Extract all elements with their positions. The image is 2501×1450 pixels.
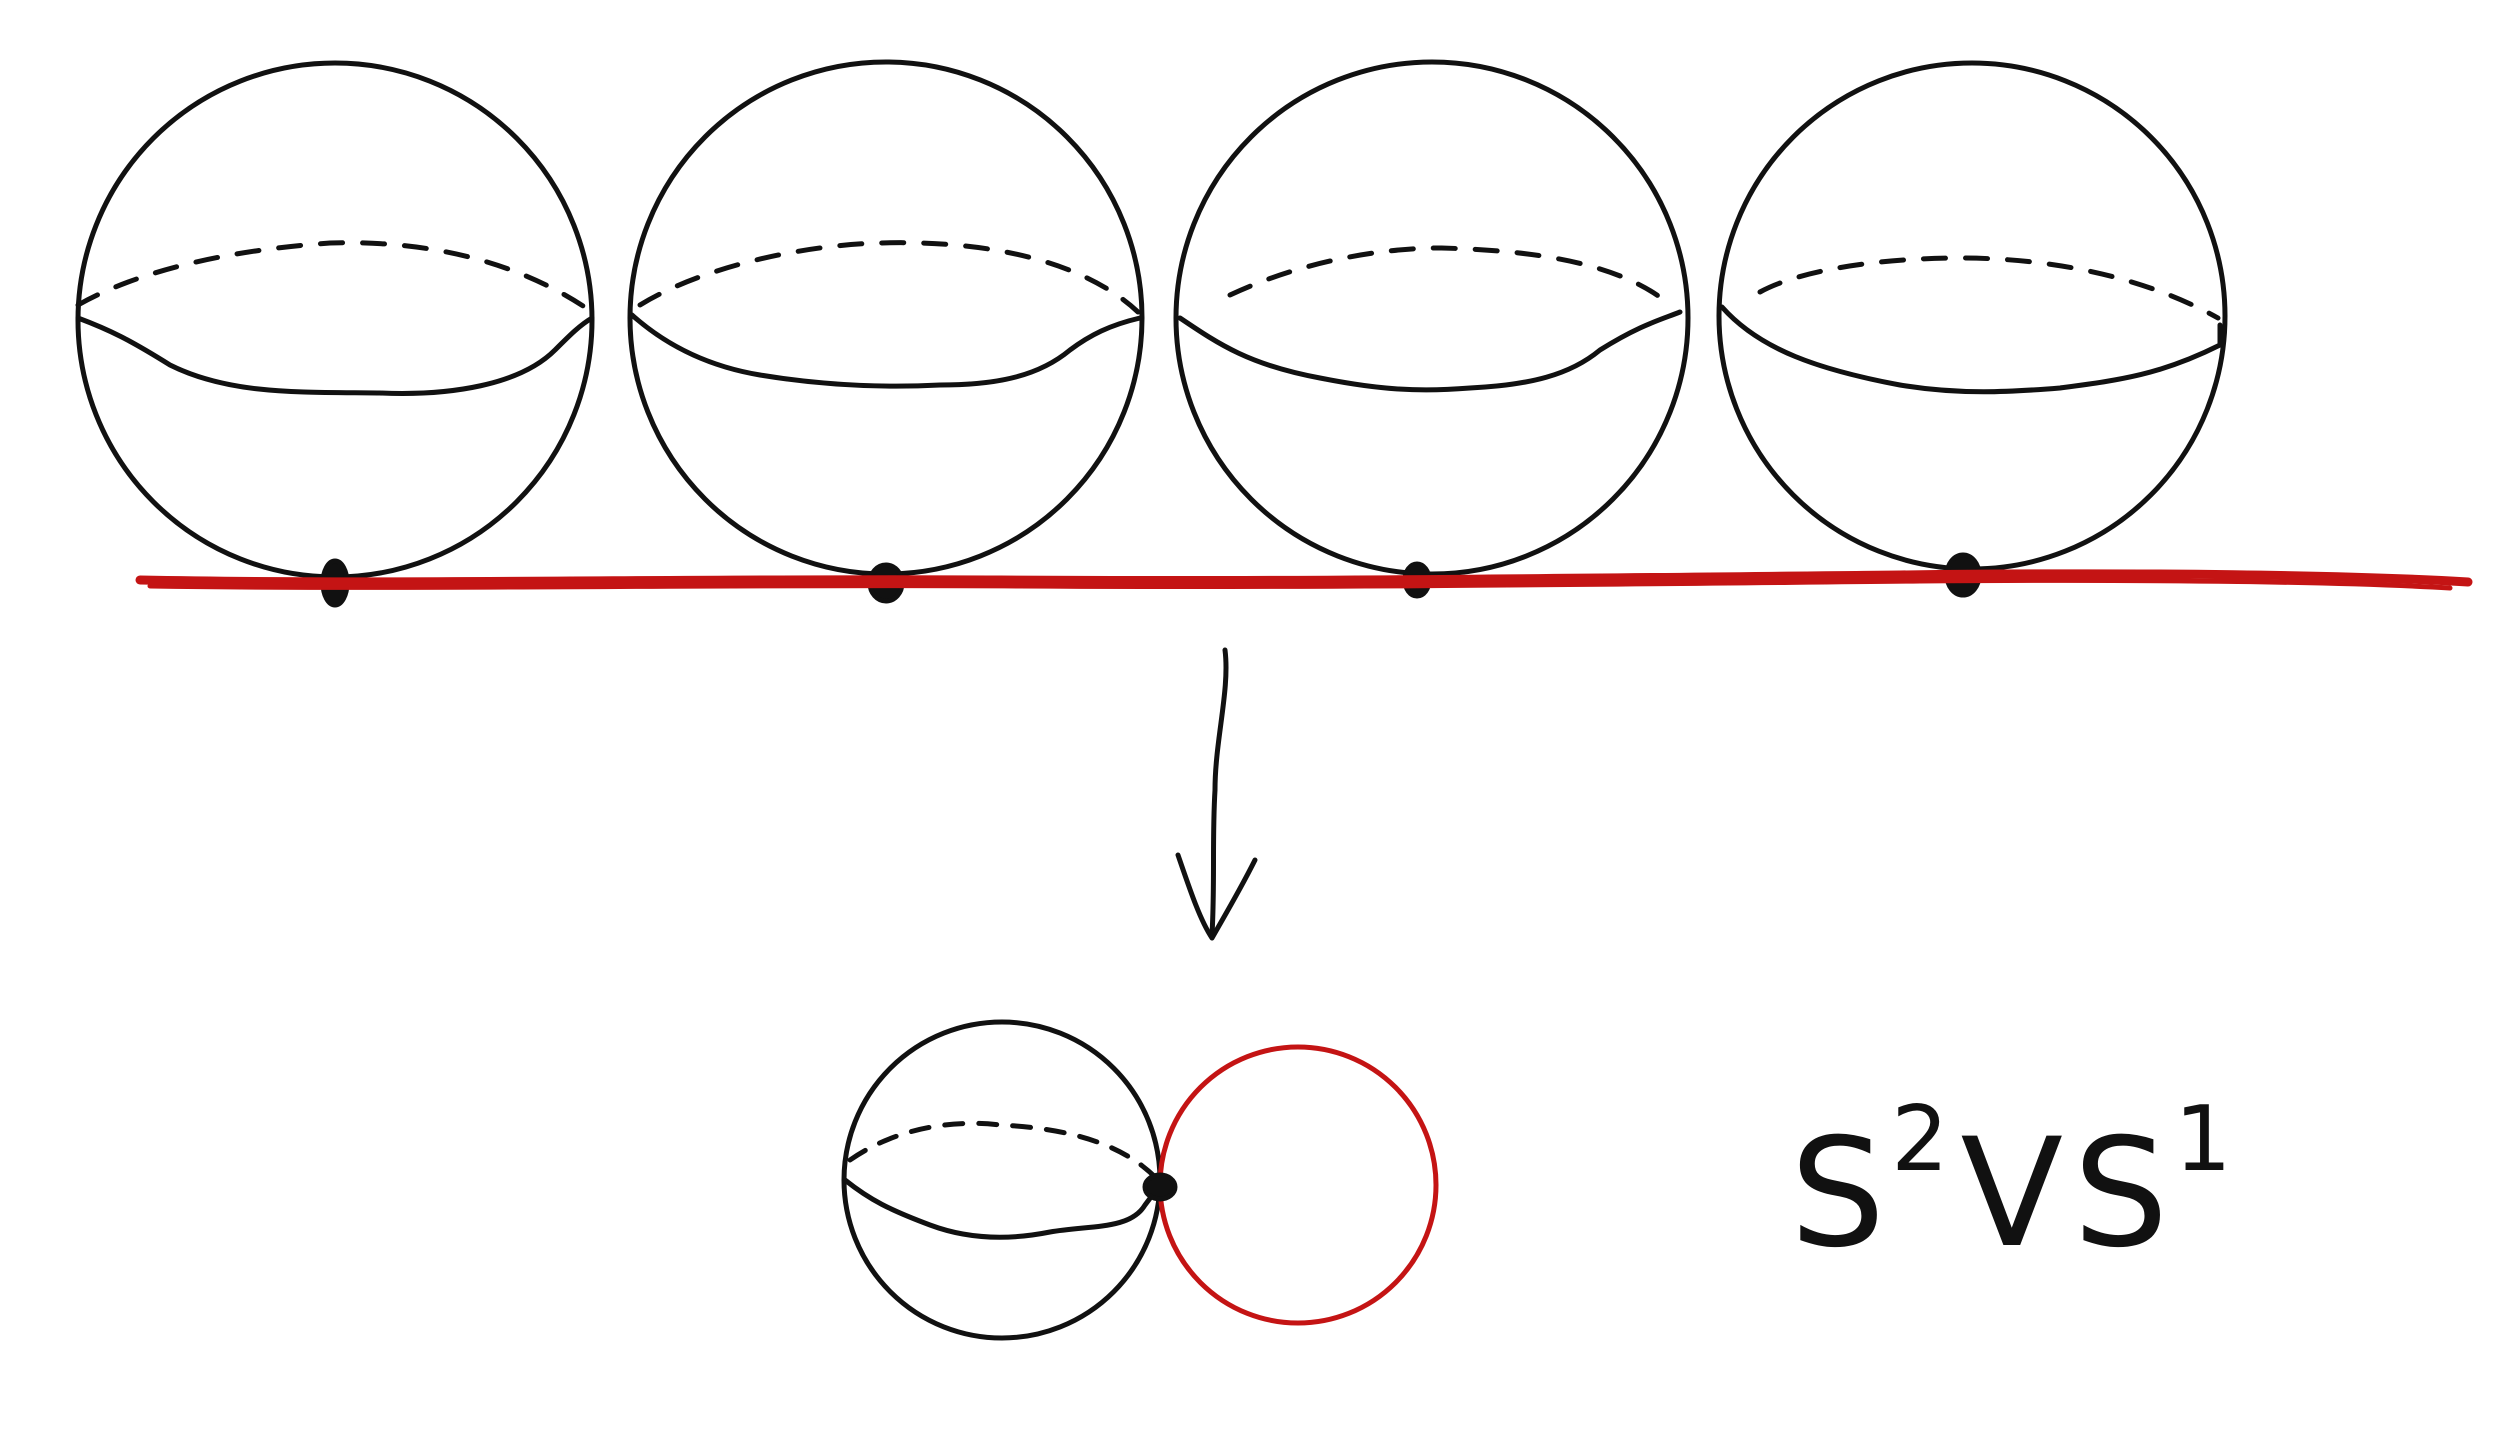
sphere-3-equator-back — [1227, 245, 1673, 308]
sphere-4 — [1716, 60, 2228, 598]
wedge-sphere-equator-back — [847, 1120, 1161, 1183]
label-base-2: S — [2073, 1107, 2174, 1281]
red-base-line — [135, 569, 2473, 587]
sphere-1-equator-front — [75, 315, 595, 396]
sphere-2-equator-back — [637, 240, 1141, 315]
red-base-line-stroke-2 — [147, 577, 2453, 591]
wedge-label: S2VS1 — [1790, 1087, 2238, 1281]
label-wedge-symbol: V — [1960, 1107, 2069, 1281]
sphere-1 — [75, 60, 595, 608]
sphere-2-outline — [627, 59, 1145, 577]
sphere-1-equator-back — [75, 240, 595, 315]
wedge-circle — [1157, 1044, 1439, 1326]
wedge-sphere-outline — [841, 1019, 1163, 1341]
label-exponent-1: 2 — [1891, 1087, 1954, 1192]
sphere-row — [75, 59, 2228, 608]
sphere-2 — [627, 59, 1145, 604]
wedge-point — [1142, 1172, 1178, 1202]
down-arrow-head — [1175, 852, 1258, 941]
sphere-3-equator-front — [1177, 309, 1683, 393]
label-exponent-2: 1 — [2174, 1087, 2237, 1192]
sphere-1-outline — [75, 60, 595, 580]
sphere-4-outline — [1716, 60, 2228, 572]
sphere-3 — [1173, 59, 1691, 599]
label-base-1: S — [1790, 1107, 1891, 1281]
down-arrow — [1175, 647, 1258, 941]
wedge-sphere-equator-front — [842, 1177, 1163, 1240]
sphere-3-outline — [1173, 59, 1691, 577]
sphere-4-equator-front — [1719, 304, 2223, 395]
down-arrow-shaft — [1209, 647, 1229, 938]
sphere-2-equator-front — [629, 312, 1143, 389]
wedge-sum-figure — [841, 1019, 1439, 1341]
sphere-4-equator-back — [1757, 255, 2221, 321]
